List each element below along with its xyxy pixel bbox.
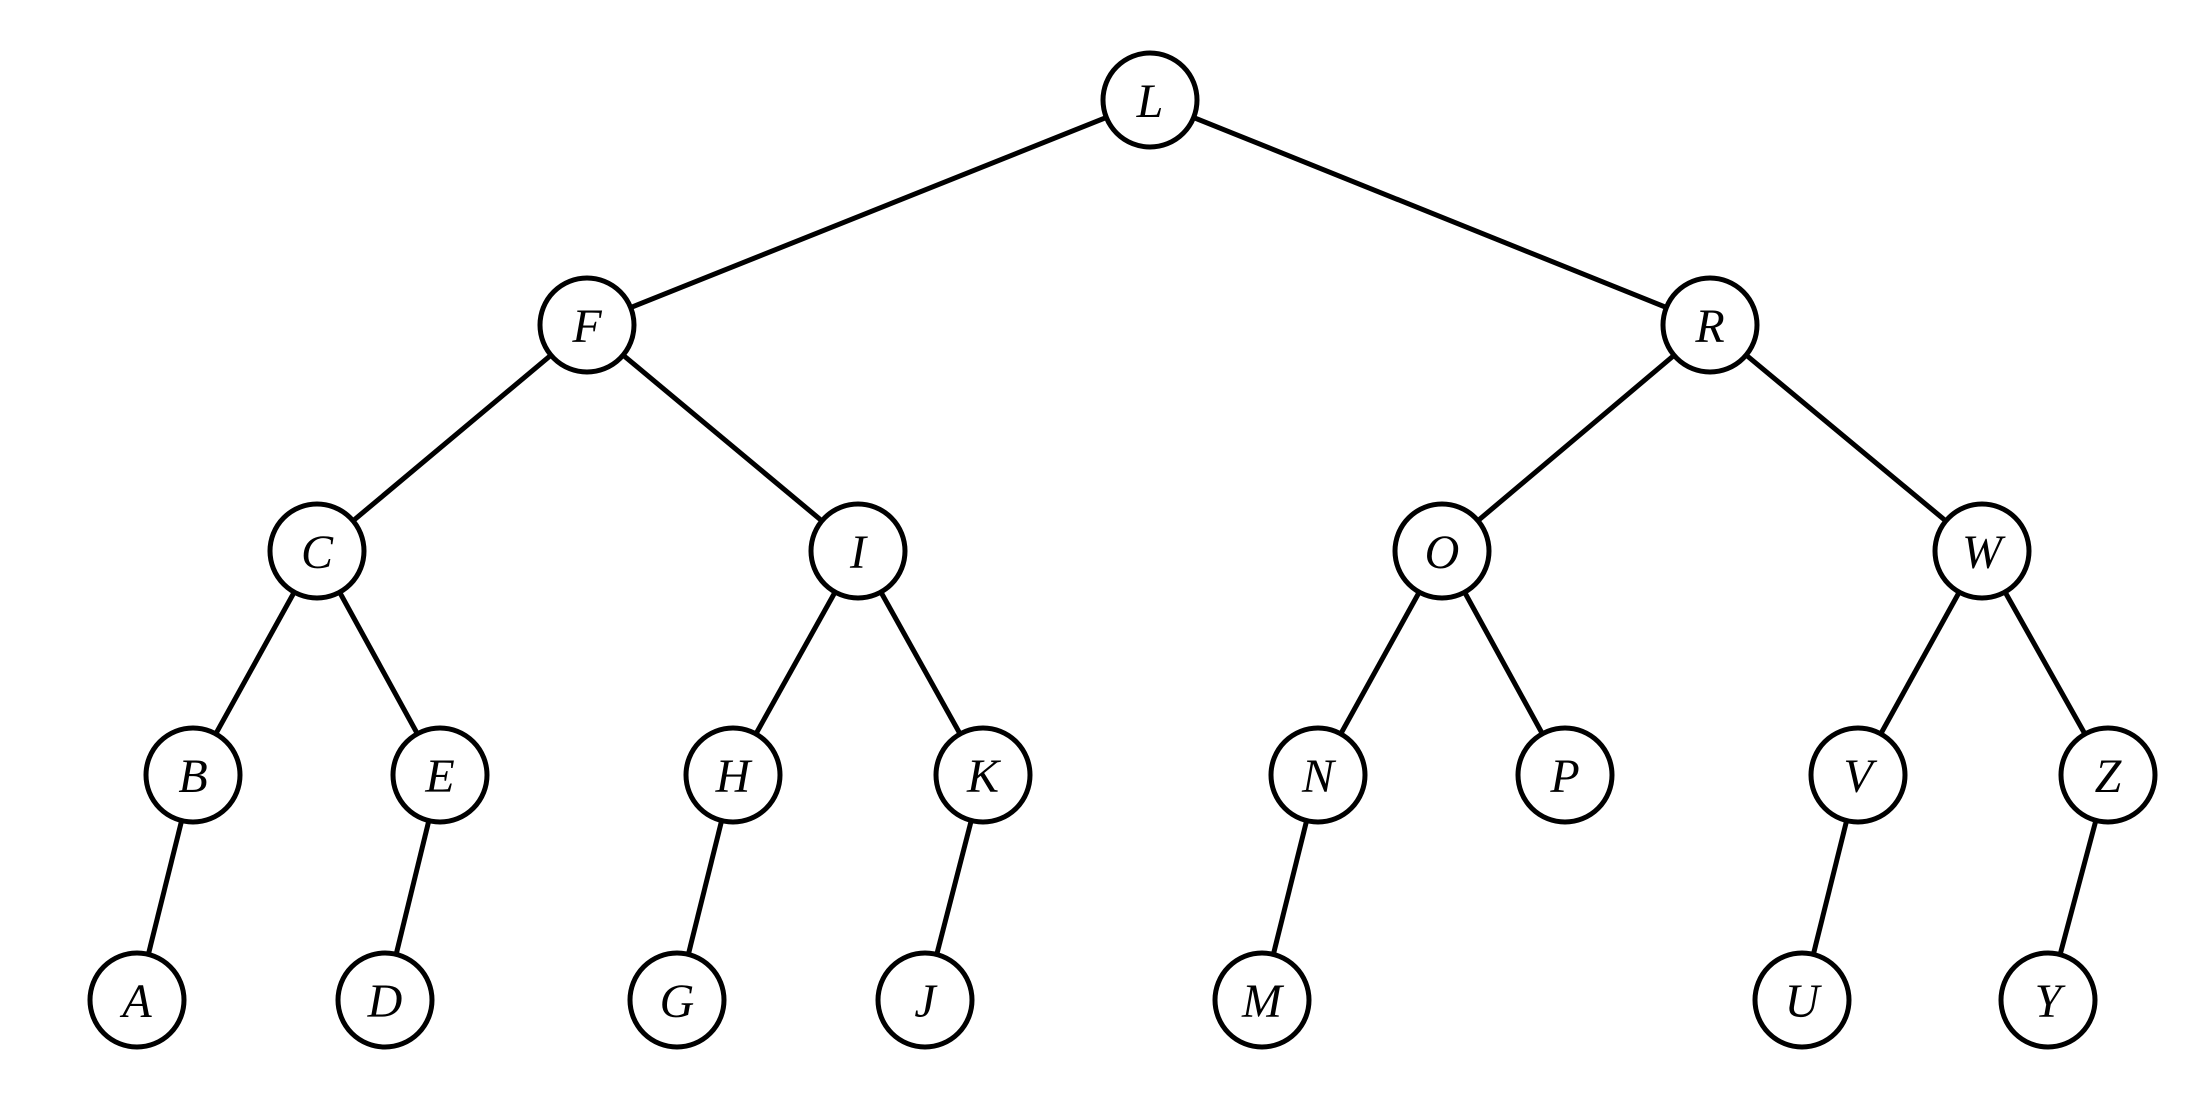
tree-node-U: U xyxy=(1752,950,1852,1050)
tree-edge-L-R xyxy=(1149,97,1711,328)
node-circle-R xyxy=(1660,275,1760,375)
node-circle-M xyxy=(1212,950,1312,1050)
tree-node-J: J xyxy=(875,950,975,1050)
tree-node-K: K xyxy=(933,725,1033,825)
node-label-Z: Z xyxy=(2095,750,2123,803)
node-label-K: K xyxy=(966,750,1002,803)
node-label-I: I xyxy=(849,526,868,579)
tree-node-M: M xyxy=(1212,950,1312,1050)
node-label-E: E xyxy=(424,750,454,803)
node-label-C: C xyxy=(301,526,334,579)
node-label-O: O xyxy=(1425,526,1460,579)
node-label-M: M xyxy=(1241,975,1285,1028)
node-circle-B xyxy=(143,725,243,825)
node-label-R: R xyxy=(1694,300,1724,353)
node-circle-V xyxy=(1808,725,1908,825)
tree-node-L: L xyxy=(1100,50,1200,150)
node-circle-L xyxy=(1100,50,1200,150)
tree-node-P: P xyxy=(1515,725,1615,825)
node-circle-W xyxy=(1932,501,2032,601)
tree-node-D: D xyxy=(335,950,435,1050)
node-circle-J xyxy=(875,950,975,1050)
tree-node-N: N xyxy=(1268,725,1368,825)
node-label-A: A xyxy=(119,975,152,1028)
tree-edge-R-W xyxy=(1708,323,1984,553)
tree-edge-F-I xyxy=(585,323,860,553)
node-label-V: V xyxy=(1843,750,1877,803)
tree-node-R: R xyxy=(1660,275,1760,375)
node-label-W: W xyxy=(1962,526,2006,579)
node-circle-E xyxy=(390,725,490,825)
tree-node-B: B xyxy=(143,725,243,825)
tree-edge-F-C xyxy=(315,323,589,553)
node-label-N: N xyxy=(1301,750,1337,803)
node-circle-O xyxy=(1392,501,1492,601)
tree-node-V: V xyxy=(1808,725,1908,825)
node-label-F: F xyxy=(571,300,602,353)
node-circle-H xyxy=(683,725,783,825)
tree-node-Z: Z xyxy=(2058,725,2158,825)
tree-edge-R-O xyxy=(1440,323,1712,553)
node-circle-F xyxy=(537,275,637,375)
tree-node-H: H xyxy=(683,725,783,825)
node-circle-I xyxy=(808,501,908,601)
node-circle-P xyxy=(1515,725,1615,825)
tree-node-O: O xyxy=(1392,501,1492,601)
tree-node-C: C xyxy=(267,501,367,601)
tree-node-E: E xyxy=(390,725,490,825)
node-circle-N xyxy=(1268,725,1368,825)
node-label-H: H xyxy=(715,750,753,803)
node-circle-K xyxy=(933,725,1033,825)
node-label-J: J xyxy=(914,975,938,1028)
node-circle-A xyxy=(87,950,187,1050)
node-label-Y: Y xyxy=(2035,975,2066,1028)
node-label-G: G xyxy=(660,975,695,1028)
node-circle-Z xyxy=(2058,725,2158,825)
tree-node-F: F xyxy=(537,275,637,375)
node-label-U: U xyxy=(1785,975,1823,1028)
tree-node-W: W xyxy=(1932,501,2032,601)
node-circle-U xyxy=(1752,950,1852,1050)
node-label-P: P xyxy=(1549,750,1579,803)
tree-node-I: I xyxy=(808,501,908,601)
node-label-D: D xyxy=(367,975,403,1028)
tree-node-Y: Y xyxy=(1998,950,2098,1050)
node-label-B: B xyxy=(178,750,207,803)
node-circle-C xyxy=(267,501,367,601)
node-circle-Y xyxy=(1998,950,2098,1050)
tree-node-A: A xyxy=(87,950,187,1050)
node-circle-G xyxy=(627,950,727,1050)
node-label-L: L xyxy=(1136,75,1164,128)
tree-edge-L-F xyxy=(586,97,1151,328)
tree-node-G: G xyxy=(627,950,727,1050)
node-circle-D xyxy=(335,950,435,1050)
